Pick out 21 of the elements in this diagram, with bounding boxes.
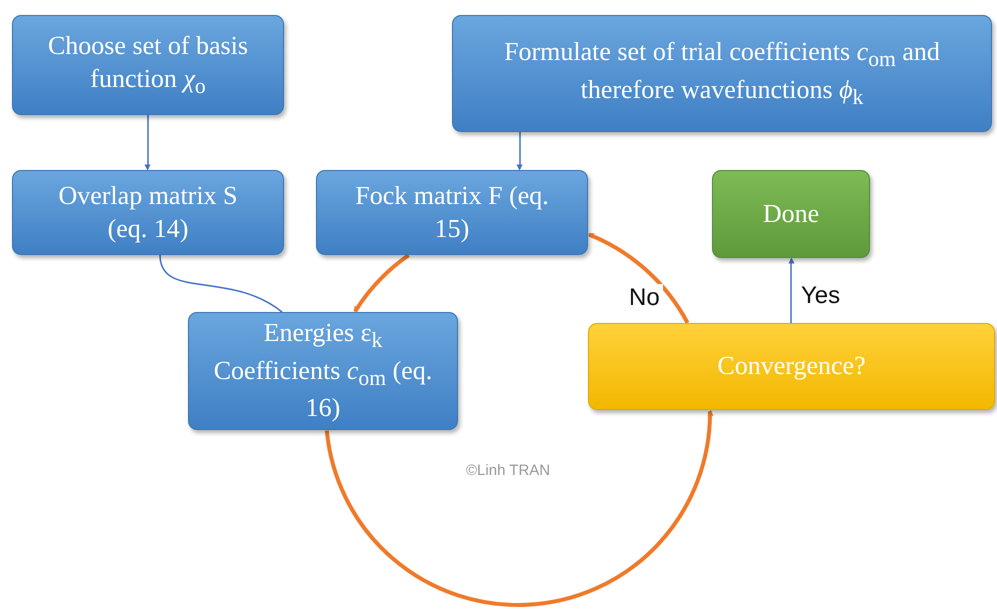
process-box <box>316 170 588 255</box>
box-text: Choose set of basis function χ$_{o}$ <box>46 30 250 100</box>
box-text: Convergence? <box>717 350 866 382</box>
copyright-note: ©Linh TRAN <box>466 462 550 479</box>
connector-arrow <box>588 232 690 324</box>
box-text: Energies ε$_{k}$ Coefficients c$_{om}$ (eq. 16) <box>212 317 434 424</box>
connector-arrow <box>354 254 410 312</box>
box-text: Overlap matrix S (eq. 14) <box>57 180 239 244</box>
connector-arrow <box>144 115 150 170</box>
connector-arrow <box>324 410 714 607</box>
box-text: Done <box>762 198 820 230</box>
box-text: Formulate set of trial coefficients c$_{om}$ and therefore wavefunctions ϕ$_{k}$ <box>503 36 941 111</box>
process-box <box>12 170 284 255</box>
process-box <box>188 312 458 430</box>
process-box <box>452 15 992 132</box>
process-box <box>588 323 995 410</box>
process-box <box>12 15 284 115</box>
connector-arrow <box>788 258 794 323</box>
connector-arrow <box>516 132 522 170</box>
box-text: Fock matrix F (eq. 15) <box>354 180 550 244</box>
process-box <box>712 170 870 258</box>
